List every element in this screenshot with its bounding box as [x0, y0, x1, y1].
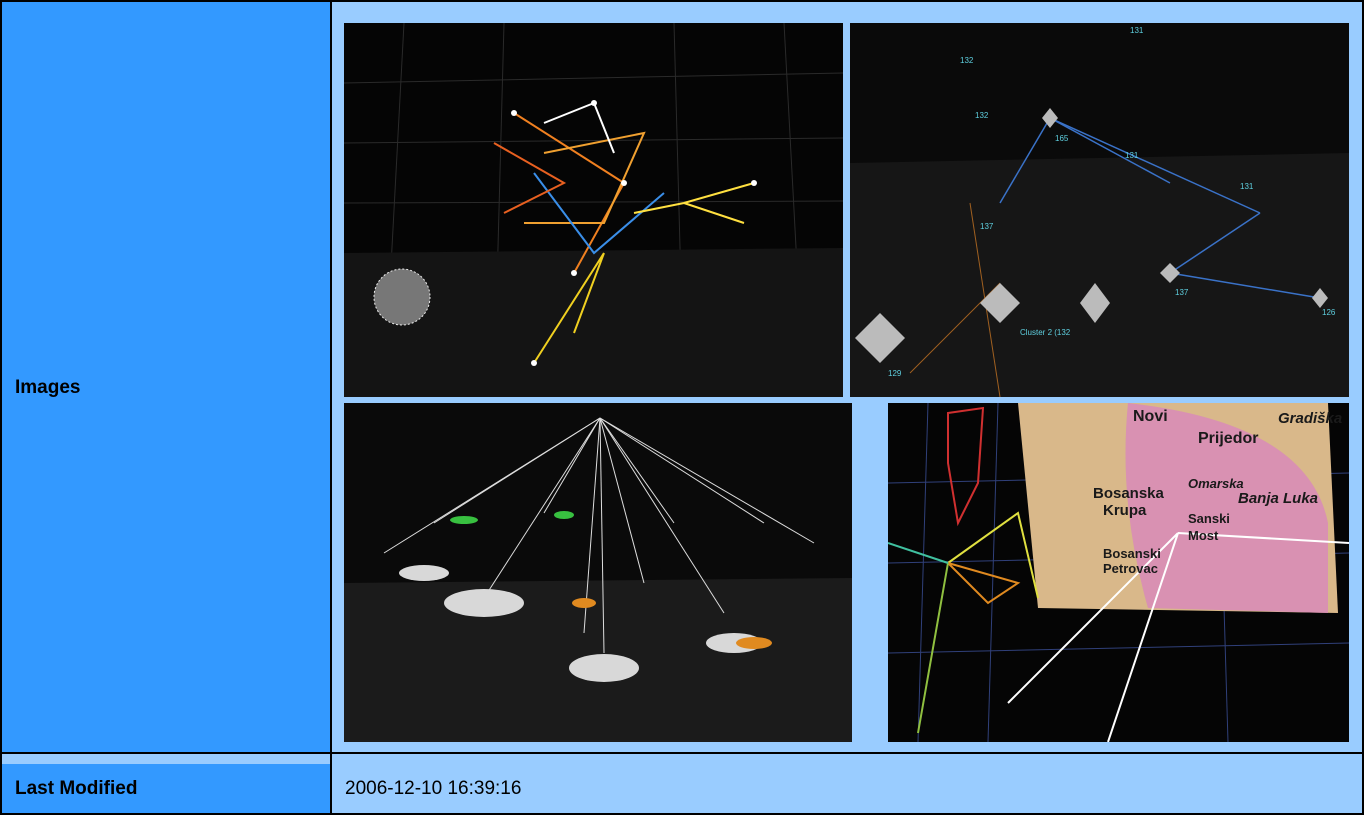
last-modified-label-cell: Last Modified	[2, 754, 330, 813]
map-label: Novi	[1133, 408, 1168, 425]
closeup-label: 137	[980, 222, 994, 231]
map-label: Most	[1188, 528, 1219, 543]
closeup-label: 126	[1322, 308, 1336, 317]
closeup-label: Cluster 2 (132	[1020, 328, 1071, 337]
images-value-cell: 131 132 132 165 131 131 137 137 126 129 …	[332, 2, 1362, 752]
label-strip	[2, 764, 330, 813]
closeup-label: 131	[1125, 151, 1139, 160]
image-map-overlay: Novi Gradiška Prijedor Omarska Banja Luk…	[888, 403, 1349, 742]
last-modified-value: 2006-12-10 16:39:16	[345, 778, 522, 799]
image-hierarchical-trees	[344, 403, 852, 742]
closeup-label: 165	[1055, 134, 1069, 143]
map-label: Petrovac	[1103, 561, 1158, 576]
closeup-label: 129	[888, 369, 902, 378]
map-label: Banja Luka	[1238, 490, 1318, 507]
images-label: Images	[15, 377, 81, 398]
map-label: Omarska	[1188, 476, 1244, 491]
last-modified-label: Last Modified	[15, 778, 138, 799]
closeup-label: 132	[960, 56, 974, 65]
last-modified-value-cell: 2006-12-10 16:39:16	[332, 754, 1362, 813]
map-label: Sanski	[1188, 511, 1230, 526]
image-network-overview	[344, 23, 843, 397]
closeup-label: 131	[1130, 26, 1144, 35]
map-label: Gradiška	[1278, 410, 1342, 427]
map-label: Bosanski	[1103, 546, 1161, 561]
closeup-label: 137	[1175, 288, 1189, 297]
closeup-label: 132	[975, 111, 989, 120]
images-label-cell: Images	[2, 2, 330, 752]
map-label: Krupa	[1103, 502, 1147, 519]
map-label: Bosanska	[1093, 485, 1165, 502]
map-label: Prijedor	[1198, 430, 1258, 447]
closeup-label: 131	[1240, 182, 1254, 191]
image-network-closeup: 131 132 132 165 131 131 137 137 126 129 …	[850, 23, 1349, 397]
